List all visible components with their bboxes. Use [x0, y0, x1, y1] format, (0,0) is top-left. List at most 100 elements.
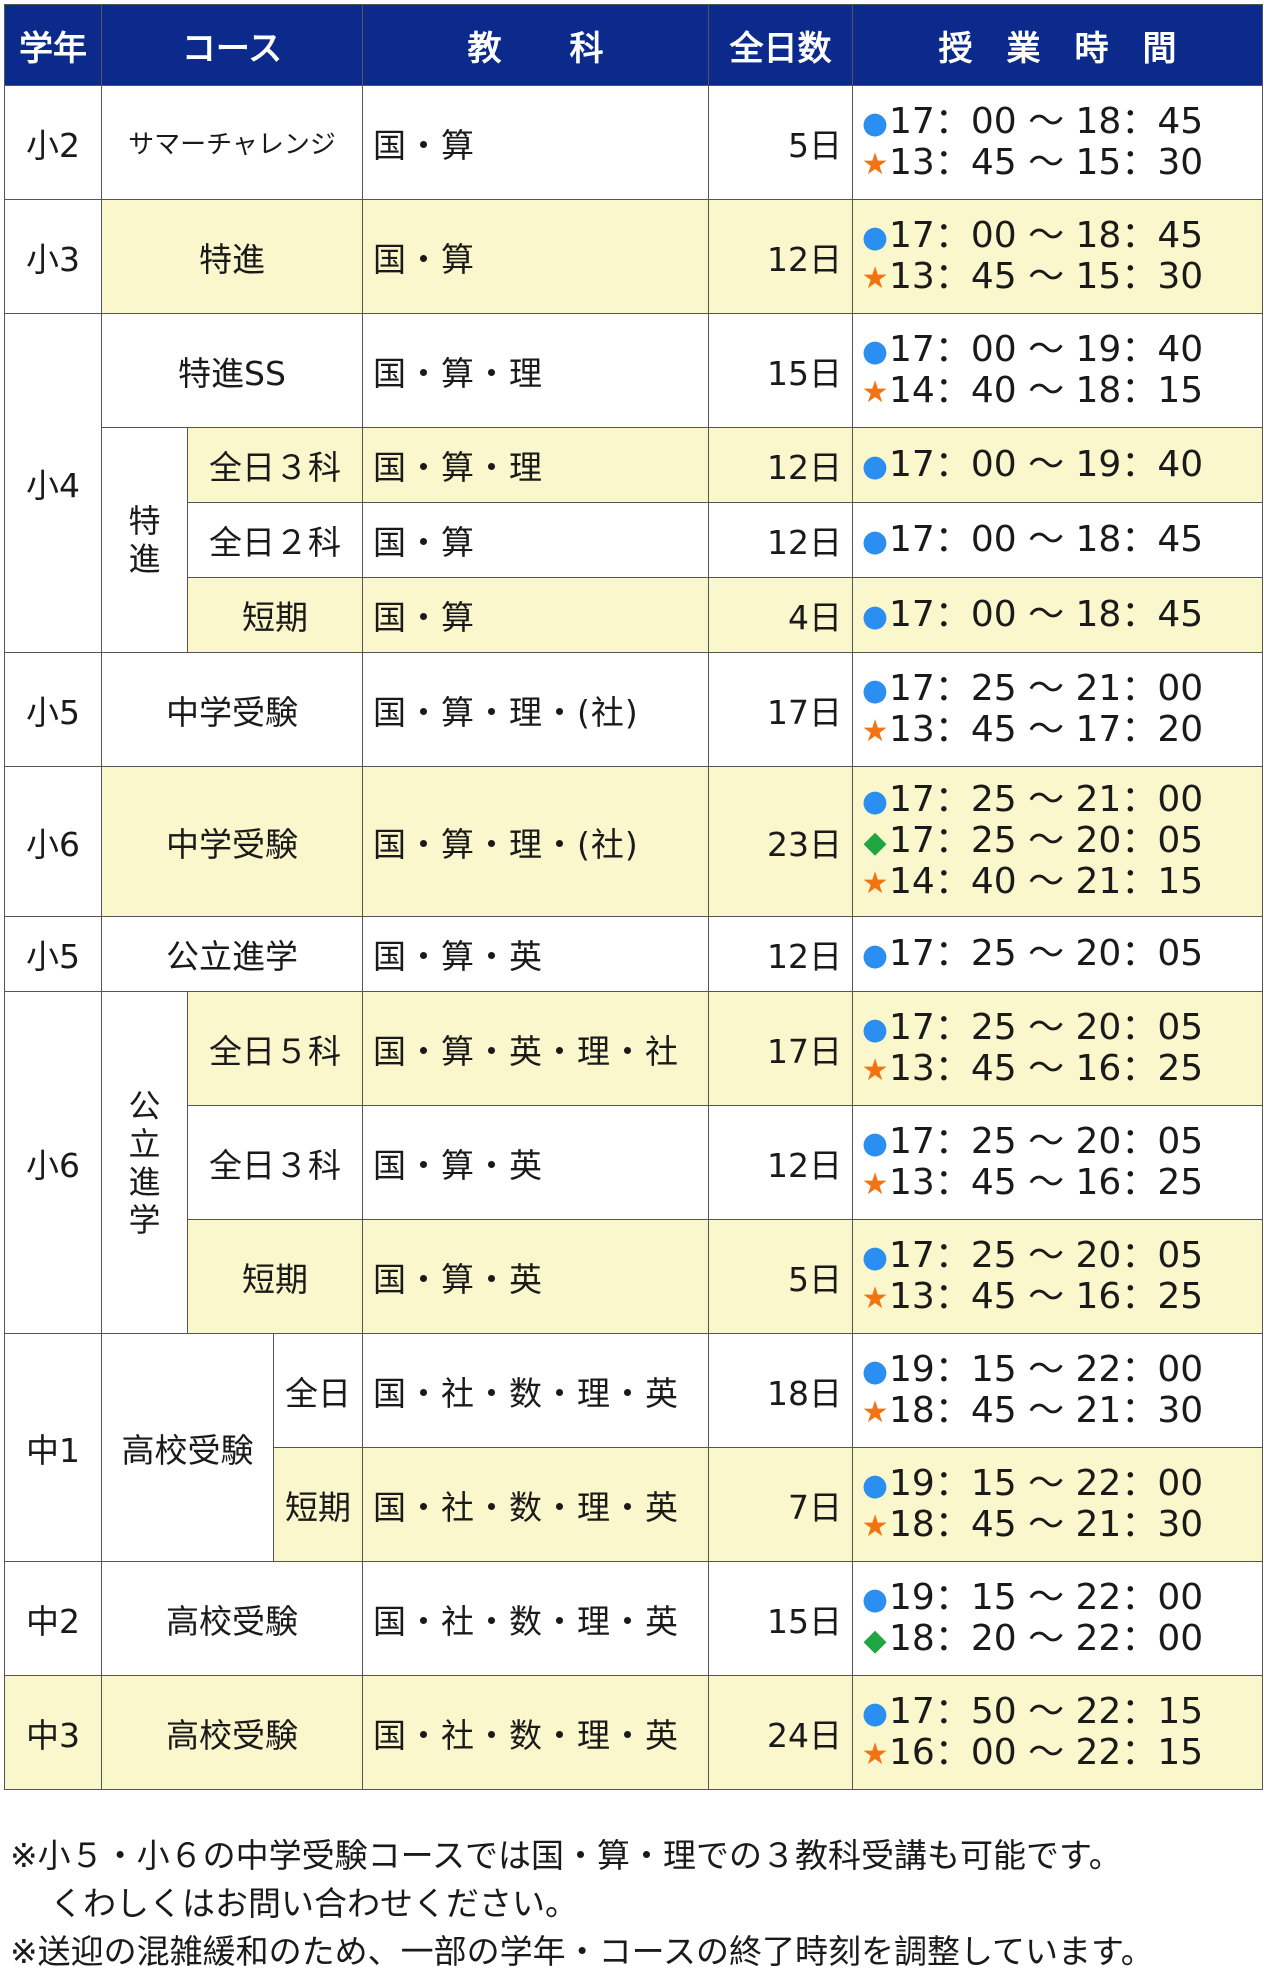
star-icon: ★ — [861, 1280, 889, 1316]
hours-cell: ●17：00 ～ 19：40 ★14：40 ～ 18：15 — [852, 313, 1264, 428]
days-cell: 15日 — [708, 1561, 854, 1676]
star-icon: ★ — [861, 1736, 889, 1772]
table-row: 中2 高校受験 国・社・数・理・英 15日 ●19：15 ～ 22：00 ◆18… — [4, 1561, 1264, 1676]
grade-cell: 中1 — [4, 1333, 102, 1562]
days-cell: 12日 — [708, 916, 854, 992]
circle-icon: ● — [861, 598, 889, 634]
course-cell: 全日２科 — [186, 502, 364, 578]
days-cell: 12日 — [708, 199, 854, 314]
circle-icon: ● — [861, 1353, 889, 1389]
subjects-cell: 国・社・数・理・英 — [362, 1675, 710, 1790]
diamond-icon: ◆ — [863, 1622, 887, 1658]
header-course: コース — [100, 4, 364, 86]
footnote-line: ※送迎の混雑緩和のため、一部の学年・コースの終了時刻を調整しています。 — [10, 1932, 1154, 1971]
table-row: 中1 高校受験 全日 国・社・数・理・英 18日 ●19：15 ～ 22：00 … — [4, 1333, 1264, 1562]
hours-cell: ●19：15 ～ 22：00 ★18：45 ～ 21：30 — [852, 1333, 1264, 1448]
circle-icon: ● — [861, 219, 889, 255]
circle-icon: ● — [861, 1011, 889, 1047]
footnotes: ※小５・小６の中学受験コースでは国・算・理での３教科受講も可能です。 くわしくは… — [10, 1832, 1260, 1976]
course-cell: 短期 — [272, 1447, 364, 1562]
grade-cell: 小3 — [4, 199, 102, 314]
hours-cell: ●17：00 ～ 18：45 ★13：45 ～ 15：30 — [852, 85, 1264, 200]
circle-icon: ● — [861, 1695, 889, 1731]
star-icon: ★ — [861, 866, 889, 901]
days-cell: 12日 — [708, 502, 854, 578]
days-cell: 7日 — [708, 1447, 854, 1562]
hours-cell: ●17：25 ～ 20：05 — [852, 916, 1264, 992]
table-row: 全日３科 国・算・英 12日 ●17：25 ～ 20：05 ★13：45 ～ 1… — [5, 1105, 1264, 1220]
footnote-line: ※小５・小６の中学受験コースでは国・算・理での３教科受講も可能です。 — [10, 1836, 1122, 1875]
circle-icon: ● — [861, 937, 889, 973]
circle-icon: ● — [861, 1581, 889, 1617]
subjects-cell: 国・算 — [362, 502, 710, 578]
grade-cell: 小5 — [4, 652, 102, 767]
schedule-table: 学年 コース 教 科 全日数 授 業 時 間 小2 サマーチャレンジ 国・算 5… — [4, 4, 1264, 1790]
grade-cell: 小5 — [4, 916, 102, 992]
days-cell: 5日 — [708, 85, 854, 200]
circle-icon: ● — [861, 1239, 889, 1275]
subjects-cell: 国・算・英 — [362, 1219, 710, 1334]
hours-cell: ●17：25 ～ 20：05 ★13：45 ～ 16：25 — [852, 991, 1264, 1106]
table-row: 特進 全日３科 国・算・理 12日 ●17：00 ～ 19：40 — [5, 427, 1264, 653]
course-cell: 全日３科 — [186, 427, 364, 503]
days-cell: 12日 — [708, 1105, 854, 1220]
subjects-cell: 国・算・英・理・社 — [362, 991, 710, 1106]
footnote-line: くわしくはお問い合わせください。 — [50, 1884, 578, 1923]
hours-cell: ●17：25 ～ 20：05 ★13：45 ～ 16：25 — [852, 1105, 1264, 1220]
hours-cell: ●17：00 ～ 18：45 — [852, 577, 1264, 653]
table-row: 全日２科 国・算 12日 ●17：00 ～ 18：45 — [5, 502, 1264, 578]
subjects-cell: 国・算・理 — [362, 313, 710, 428]
diamond-icon: ◆ — [863, 825, 887, 860]
subjects-cell: 国・算・理・(社) — [362, 766, 710, 917]
grade-cell: 中3 — [4, 1675, 102, 1790]
circle-icon: ● — [861, 448, 889, 484]
star-icon: ★ — [861, 1508, 889, 1544]
table-row: 小6 公立進学 全日５科 国・算・英・理・社 17日 ●17：25 ～ 20：0… — [4, 991, 1264, 1334]
course-cell: 中学受験 — [100, 766, 364, 917]
subjects-cell: 国・算 — [362, 85, 710, 200]
grade-cell: 小6 — [4, 991, 102, 1334]
table-row: 短期 国・社・数・理・英 7日 ●19：15 ～ 22：00 ★18：45 ～ … — [5, 1447, 1264, 1562]
circle-icon: ● — [861, 784, 889, 819]
star-icon: ★ — [861, 374, 889, 410]
days-cell: 15日 — [708, 313, 854, 428]
circle-icon: ● — [861, 1467, 889, 1503]
star-icon: ★ — [861, 260, 889, 296]
course-group-label: 特進 — [101, 427, 188, 653]
days-cell: 12日 — [708, 427, 854, 503]
header-subjects: 教 科 — [362, 4, 710, 86]
days-cell: 23日 — [708, 766, 854, 917]
days-cell: 4日 — [708, 577, 854, 653]
subjects-cell: 国・社・数・理・英 — [362, 1333, 710, 1448]
course-cell: 公立進学 — [100, 916, 364, 992]
subjects-cell: 国・算・英 — [362, 916, 710, 992]
table-row: 中3 高校受験 国・社・数・理・英 24日 ●17：50 ～ 22：15 ★16… — [4, 1675, 1264, 1790]
circle-icon: ● — [861, 333, 889, 369]
course-cell: 全日５科 — [186, 991, 364, 1106]
course-cell: 特進SS — [100, 313, 364, 428]
subjects-cell: 国・算・理 — [362, 427, 710, 503]
header-grade: 学年 — [4, 4, 102, 86]
star-icon: ★ — [861, 1052, 889, 1088]
course-cell: 短期 — [186, 1219, 364, 1334]
hours-cell: ●17：00 ～ 19：40 — [852, 427, 1264, 503]
table-row: 小6 中学受験 国・算・理・(社) 23日 ●17：25 ～ 21：00 ◆17… — [4, 766, 1264, 917]
table-row: 短期 国・算 4日 ●17：00 ～ 18：45 — [5, 577, 1264, 653]
grade-cell: 小2 — [4, 85, 102, 200]
header-row: 学年 コース 教 科 全日数 授 業 時 間 — [4, 4, 1264, 86]
hours-cell: ●19：15 ～ 22：00 ★18：45 ～ 21：30 — [852, 1447, 1264, 1562]
course-cell: 中学受験 — [100, 652, 364, 767]
course-group-label: 公立進学 — [101, 991, 188, 1334]
circle-icon: ● — [861, 1125, 889, 1161]
table-row: 小5 中学受験 国・算・理・(社) 17日 ●17：25 ～ 21：00 ★13… — [4, 652, 1264, 767]
circle-icon: ● — [861, 672, 889, 708]
subjects-cell: 国・社・数・理・英 — [362, 1447, 710, 1562]
hours-cell: ●17：25 ～ 21：00 ◆17：25 ～ 20：05 ★14：40 ～ 2… — [852, 766, 1264, 917]
days-cell: 5日 — [708, 1219, 854, 1334]
course-cell: 高校受験 — [100, 1675, 364, 1790]
hours-cell: ●17：50 ～ 22：15 ★16：00 ～ 22：15 — [852, 1675, 1264, 1790]
days-cell: 17日 — [708, 991, 854, 1106]
grade-cell: 小4 — [4, 313, 102, 653]
table-row: 小4 特進SS 国・算・理 15日 ●17：00 ～ 19：40 ★14：40 … — [4, 313, 1264, 653]
